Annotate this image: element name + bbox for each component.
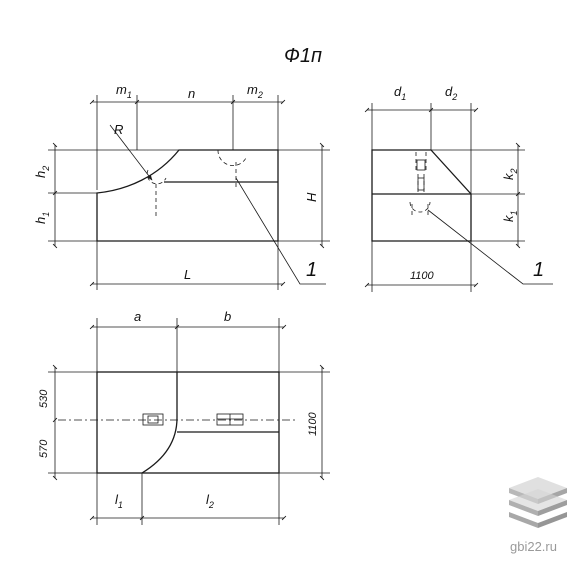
plan-view: a b 530 570 1100 l1 l2 <box>38 309 330 525</box>
dim-side-width-label: 1100 <box>410 270 435 282</box>
dim-h1-label: h1 <box>33 212 51 224</box>
dim-l1-label: l1 <box>115 492 123 510</box>
dim-d1-label: d1 <box>394 84 406 102</box>
lifting-loop-1 <box>142 413 164 426</box>
plan-view-curve <box>141 372 178 474</box>
dim-plan-width-label: 1100 <box>307 411 319 436</box>
dim-n-label: n <box>188 86 195 101</box>
dim-b-label: b <box>224 309 231 324</box>
drawing-title: Ф1п <box>284 45 322 67</box>
dim-k2-label: k2 <box>501 168 519 180</box>
side-view: d1 d2 k2 k1 1100 1 <box>364 84 553 292</box>
side-view-outline <box>371 149 472 242</box>
dim-L-label: L <box>184 267 191 282</box>
gbi-logo-icon <box>509 477 567 528</box>
dim-k1-label: k1 <box>501 210 519 222</box>
dim-h2-label: h2 <box>33 166 51 178</box>
dim-m2-label: m2 <box>247 82 263 100</box>
front-view-outline <box>96 149 279 242</box>
front-view: R m1 n m2 h2 h1 H L 1 <box>33 82 330 290</box>
dim-570-label: 570 <box>38 439 50 458</box>
callout-leader-front <box>235 177 326 285</box>
dim-a-label: a <box>134 309 141 324</box>
callout-leader-side <box>427 209 553 285</box>
dim-l2-label: l2 <box>206 492 214 510</box>
radius-label: R <box>114 122 123 137</box>
callout-side: 1 <box>533 259 544 281</box>
callout-front: 1 <box>306 259 317 281</box>
dim-d2-label: d2 <box>445 84 457 102</box>
dim-H-label: H <box>304 192 319 202</box>
radius-arrow <box>109 124 153 181</box>
dim-530-label: 530 <box>38 389 50 408</box>
plan-view-outline <box>96 371 280 474</box>
dim-m1-label: m1 <box>116 82 132 100</box>
watermark-text: gbi22.ru <box>510 539 557 554</box>
